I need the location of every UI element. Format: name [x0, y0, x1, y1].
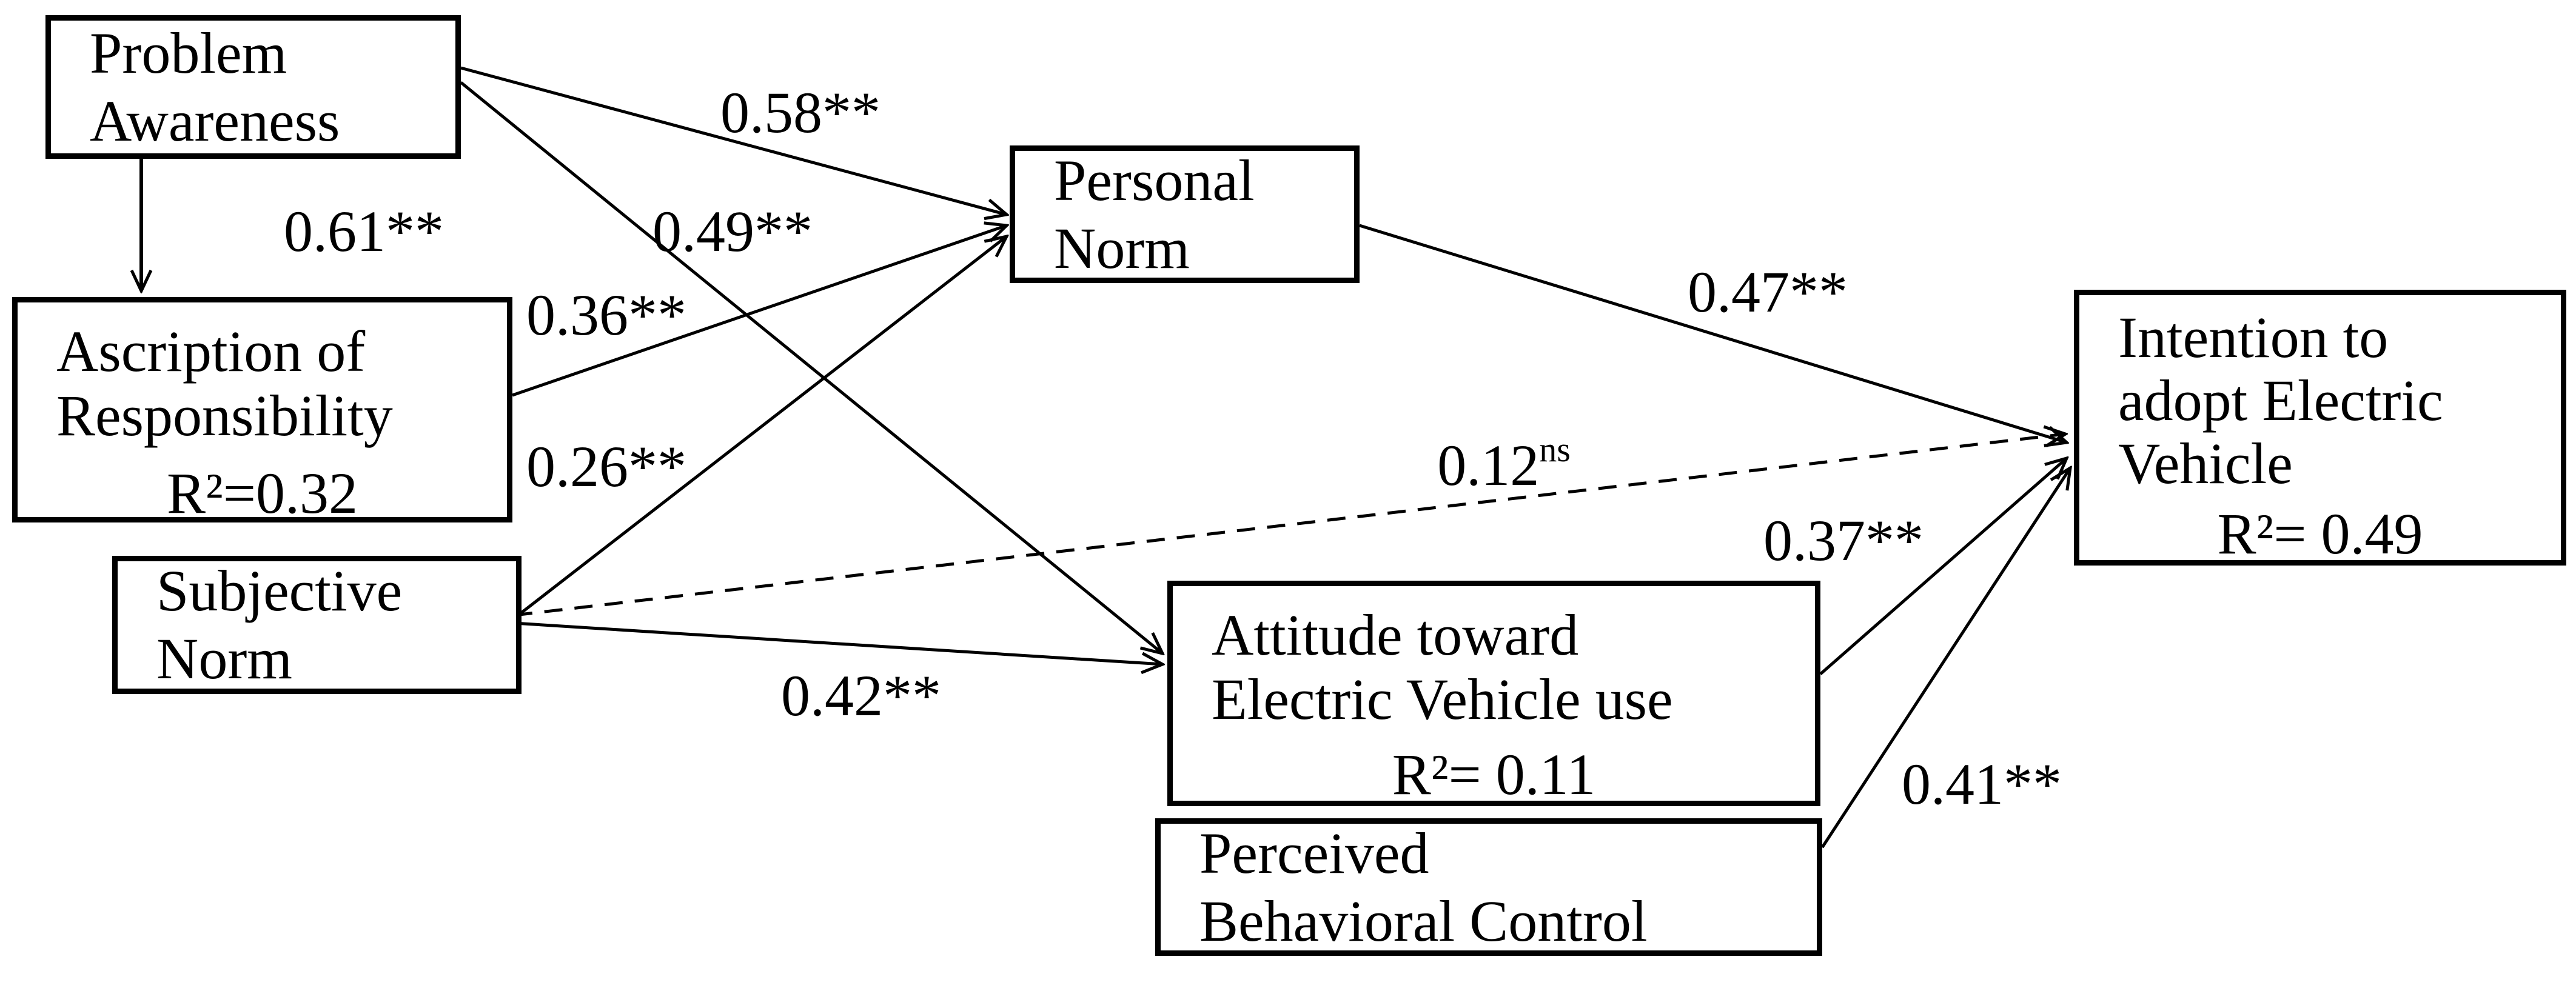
node-label-line: Intention to — [2118, 305, 2389, 370]
node-r2-value: R²= 0.49 — [2217, 501, 2423, 566]
node-label-line: Subjective — [156, 558, 403, 623]
path-line-sn-int — [514, 434, 2065, 617]
node-label-line: Personal — [1054, 147, 1255, 213]
node-problem-awareness: Problem Awareness — [45, 15, 461, 159]
path-label-att-int: 0.37** — [1763, 508, 1924, 573]
node-label-line: Attitude toward — [1212, 602, 1579, 667]
path-label-sn-att: 0.42** — [781, 663, 941, 728]
node-label-line: Problem — [90, 20, 287, 85]
node-r2-value: R²=0.32 — [167, 461, 358, 526]
node-r2-value: R²= 0.11 — [1392, 742, 1596, 807]
node-personal-norm: Personal Norm — [1010, 145, 1360, 283]
path-line-sn-pn — [513, 236, 1007, 619]
path-label-pa-pn: 0.58** — [720, 80, 880, 145]
path-line-sn-att — [514, 621, 1162, 664]
path-label-pbc-int: 0.41** — [1902, 752, 2062, 816]
node-intention-to-adopt-ev: Intention to adopt Electric Vehicle R²= … — [2074, 290, 2566, 566]
path-label-pn-int: 0.47** — [1688, 259, 1848, 324]
node-label-line: Vehicle — [2118, 431, 2293, 496]
path-line-pbc-int — [1820, 468, 2070, 849]
node-label-line: Electric Vehicle use — [1212, 667, 1673, 732]
path-label-sn-int: 0.12ns — [1437, 432, 1571, 498]
node-label-line: adopt Electric — [2118, 368, 2443, 433]
node-label-line: Norm — [1054, 215, 1190, 281]
node-ascription-of-responsibility: Ascription of Responsibility R²=0.32 — [12, 297, 512, 526]
node-label-line: Behavioral Control — [1199, 888, 1648, 953]
path-line-pn-int — [1359, 224, 2067, 442]
path-label-pa-ar: 0.61** — [284, 199, 444, 264]
path-label-sn-int-ns-superscript: ns — [1539, 430, 1571, 469]
path-line-pa-att — [460, 81, 1162, 653]
node-label-line: Responsibility — [56, 383, 393, 448]
path-label-sn-int-value: 0.12 — [1437, 433, 1540, 498]
path-label-sn-pn: 0.26** — [526, 434, 686, 499]
node-label-line: Norm — [156, 626, 292, 691]
node-label-line: Ascription of — [56, 319, 366, 384]
path-line-ar-pn — [512, 225, 1007, 397]
node-perceived-behavioral-control: Perceived Behavioral Control — [1155, 818, 1822, 956]
path-label-ar-pn: 0.36** — [526, 282, 686, 347]
node-attitude-toward-ev-use: Attitude toward Electric Vehicle use R²=… — [1167, 581, 1820, 807]
node-label-line: Awareness — [90, 88, 340, 153]
path-label-pa-att: 0.49** — [652, 199, 813, 264]
node-label-line: Perceived — [1199, 820, 1429, 886]
path-line-pa-pn — [460, 66, 1007, 215]
path-line-att-int — [1819, 458, 2067, 675]
node-subjective-norm: Subjective Norm — [112, 556, 522, 694]
